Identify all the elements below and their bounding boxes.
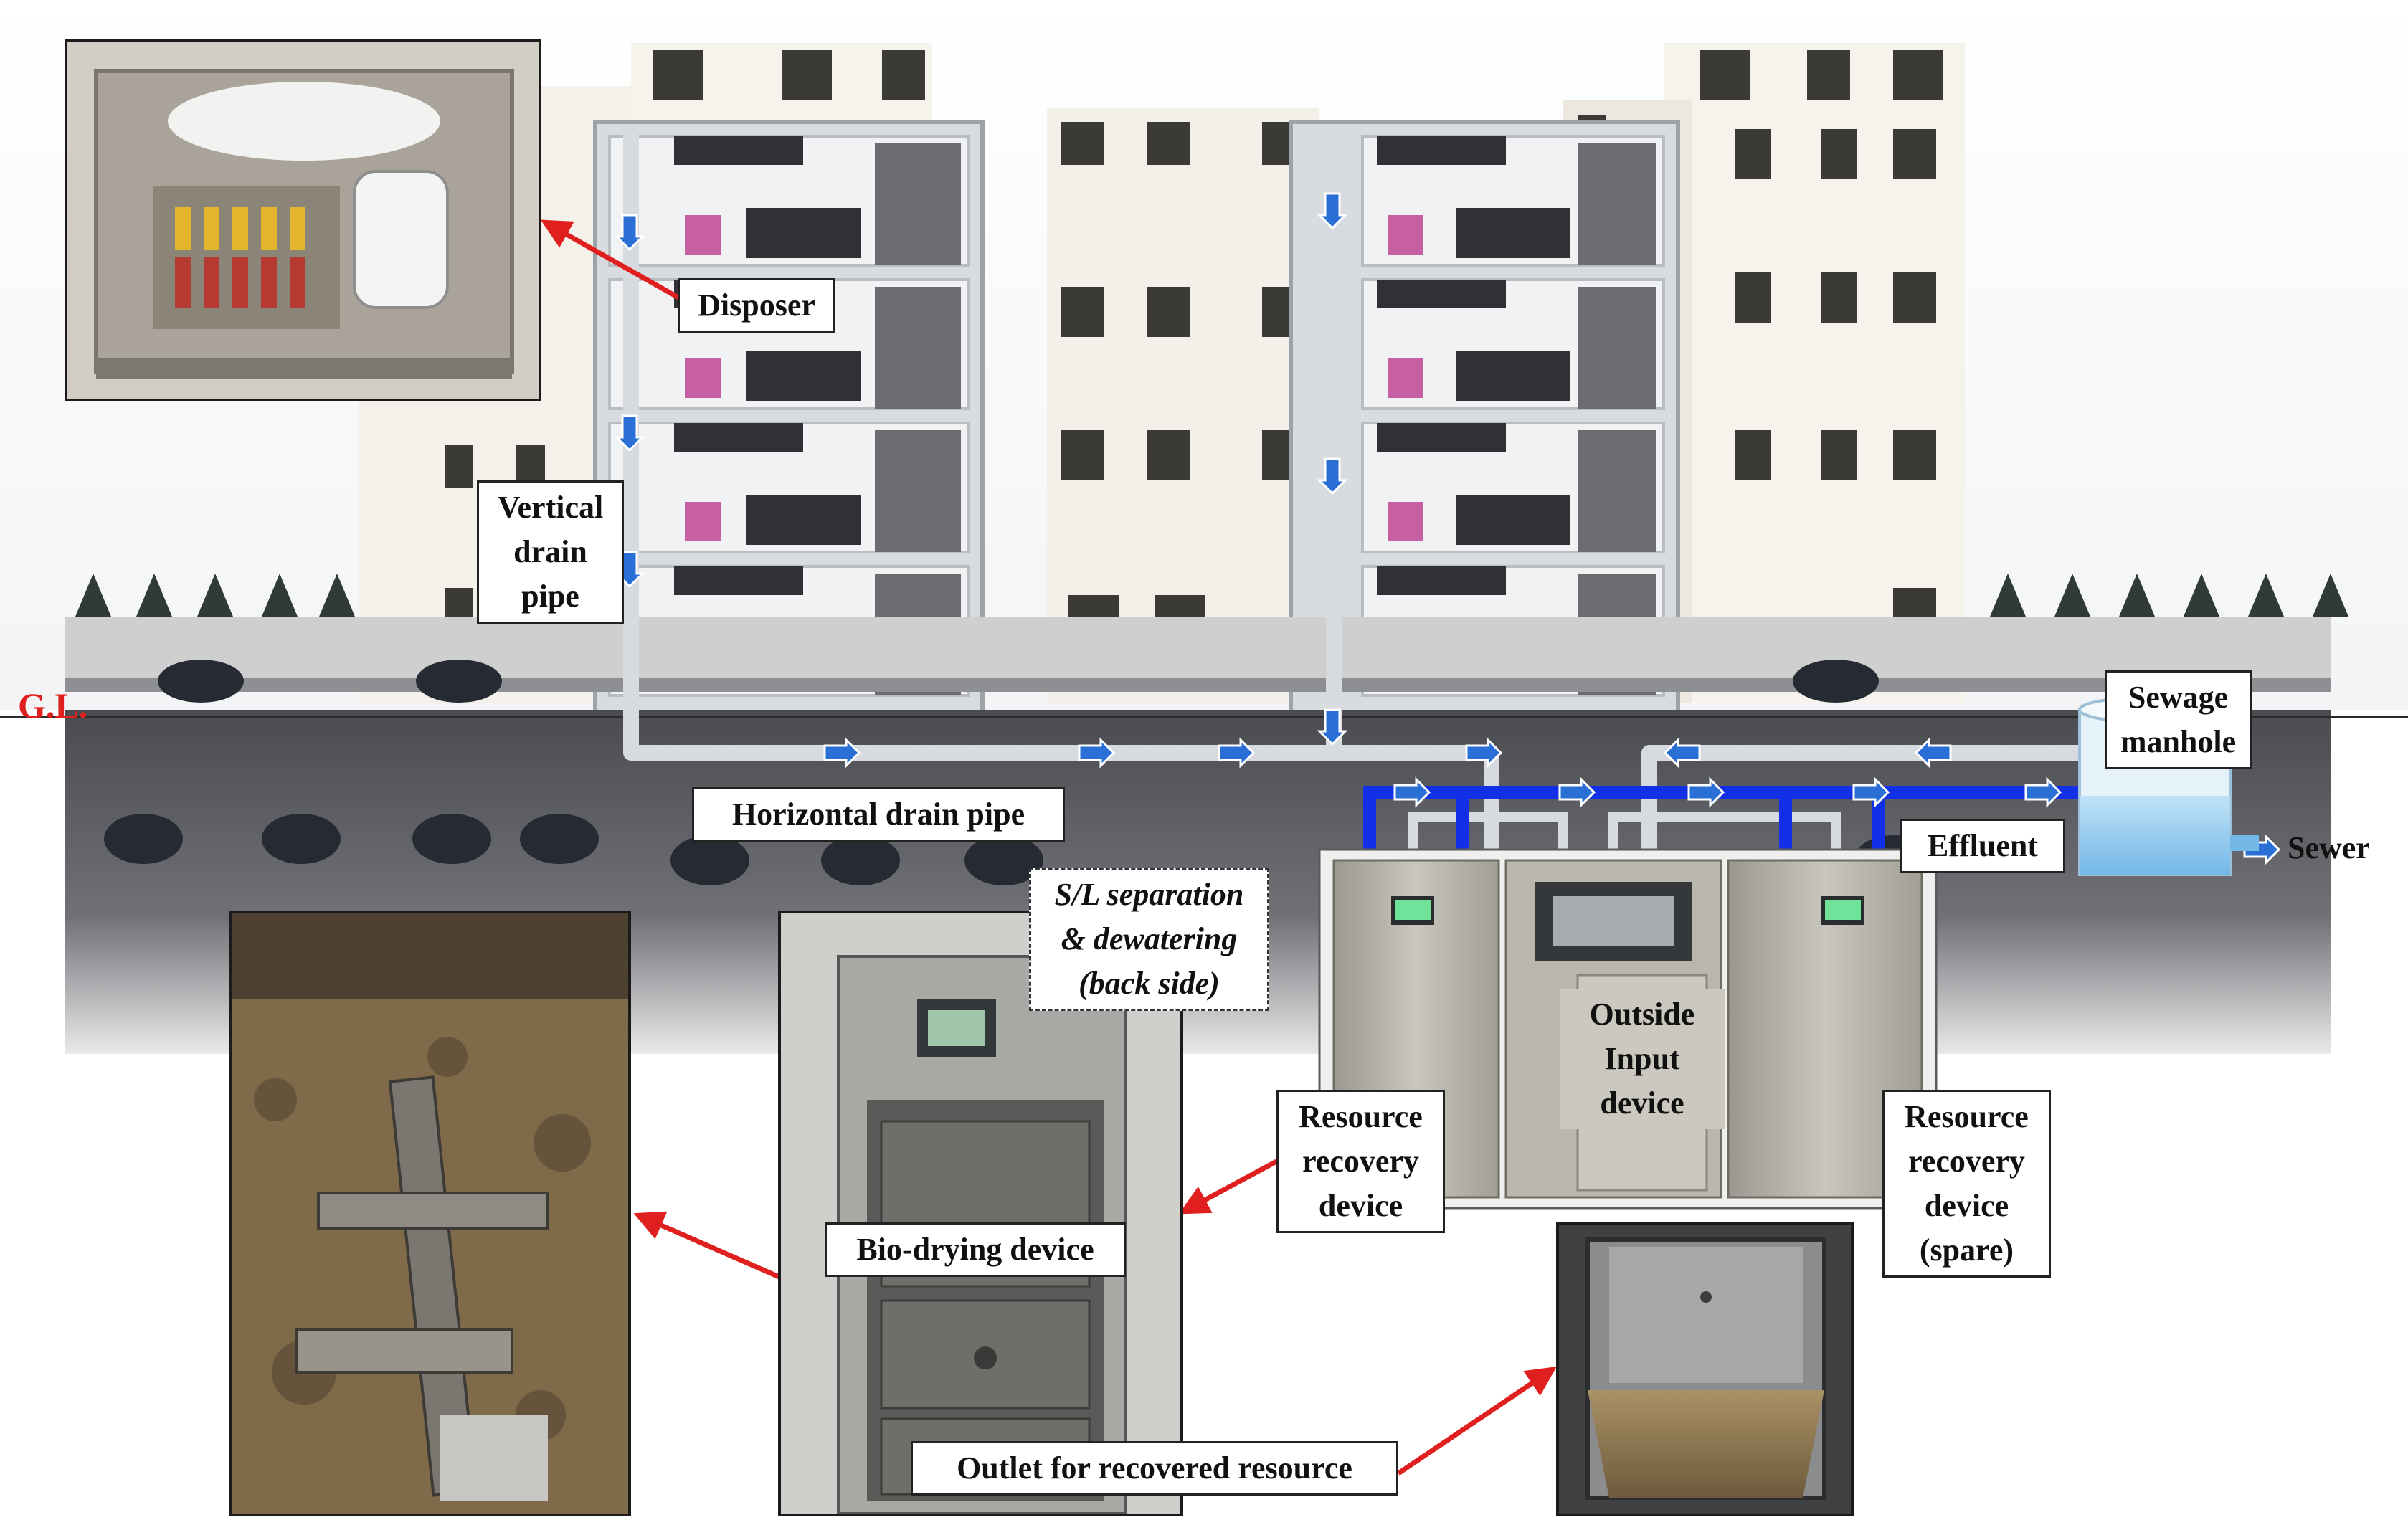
outlet-recovered-resource-label: Outlet for recovered resource (911, 1441, 1398, 1496)
sewage-manhole-label: Sewage manhole (2105, 670, 2252, 769)
resource-recovery-device-spare-label: Resource recovery device (spare) (1882, 1090, 2051, 1278)
flow-arrow-icon (1687, 776, 1725, 808)
unit-feed-pipes (1408, 812, 1841, 850)
flow-arrow-icon (823, 737, 861, 769)
resource-recovery-device-spare-line-1: Resource (1905, 1099, 2029, 1134)
outside-input-device-line-3: device (1600, 1085, 1684, 1121)
effluent-label: Effluent (1900, 819, 2065, 873)
sewer-label: Sewer (2288, 830, 2370, 865)
resource-recovery-device-spare-line-2: recovery (1908, 1144, 2025, 1179)
street-trees (75, 574, 2348, 617)
flow-arrow-icon (1317, 708, 1348, 746)
disposer-photo (65, 39, 541, 401)
flow-arrow-icon (614, 214, 645, 252)
vertical-drain-pipe-line-1: Vertical (497, 490, 604, 525)
resource-recovery-device-spare-line-3: device (1924, 1188, 2009, 1223)
resource-recovery-device-spare-line-4: (spare) (1919, 1232, 2014, 1268)
disposer-label: Disposer (678, 278, 835, 333)
resource-recovery-device-line-3: device (1318, 1188, 1403, 1223)
flow-arrow-icon (2024, 776, 2062, 808)
flow-arrow-icon (1393, 776, 1431, 808)
vertical-drain-pipe-line-3: pipe (521, 579, 579, 614)
resource-recovery-device-line-1: Resource (1299, 1099, 1423, 1134)
outside-input-device-label: Outside Input device (1560, 989, 1725, 1129)
flow-arrows (614, 192, 2281, 865)
flow-arrow-icon (1317, 457, 1348, 495)
outside-input-device-line-2: Input (1604, 1041, 1680, 1076)
resource-recovery-device-line-2: recovery (1302, 1144, 1419, 1179)
flow-arrow-icon (1663, 737, 1701, 769)
resource-recovery-device-label: Resource recovery device (1276, 1090, 1445, 1233)
outside-input-device-line-1: Outside (1589, 997, 1695, 1032)
sl-separation-line-1: S/L separation (1054, 877, 1244, 912)
vertical-drain-pipe-line-2: drain (513, 534, 587, 569)
sl-separation-line-3: (back side) (1079, 966, 1220, 1001)
flow-arrow-icon (1852, 776, 1890, 808)
vertical-drain-pipe-label: Vertical drain pipe (477, 480, 624, 624)
sewage-manhole-line-1: Sewage (2128, 680, 2229, 715)
sewage-manhole-line-2: manhole (2120, 724, 2237, 759)
sl-separation-label: S/L separation & dewatering (back side) (1029, 868, 1269, 1011)
flow-arrow-icon (614, 414, 645, 452)
bio-drying-device-label: Bio-drying device (825, 1222, 1126, 1277)
horizontal-drain-pipe-label: Horizontal drain pipe (692, 787, 1065, 842)
ground-level-label: G.L. (18, 685, 88, 726)
flow-arrow-icon (1465, 737, 1503, 769)
bio-drying-photo (229, 911, 631, 1516)
flow-arrow-icon (1218, 737, 1256, 769)
annotation-arrow-icon (1397, 1367, 1557, 1476)
flow-arrow-icon (1914, 737, 1952, 769)
sl-separation-line-2: & dewatering (1061, 921, 1238, 956)
flow-arrow-icon (1078, 737, 1116, 769)
outlet-photo (1556, 1222, 1854, 1516)
annotation-arrow-icon (1178, 1159, 1278, 1215)
flow-arrow-icon (1558, 776, 1596, 808)
flow-arrow-icon (1317, 192, 1348, 230)
annotation-arrow-icon (540, 219, 686, 304)
